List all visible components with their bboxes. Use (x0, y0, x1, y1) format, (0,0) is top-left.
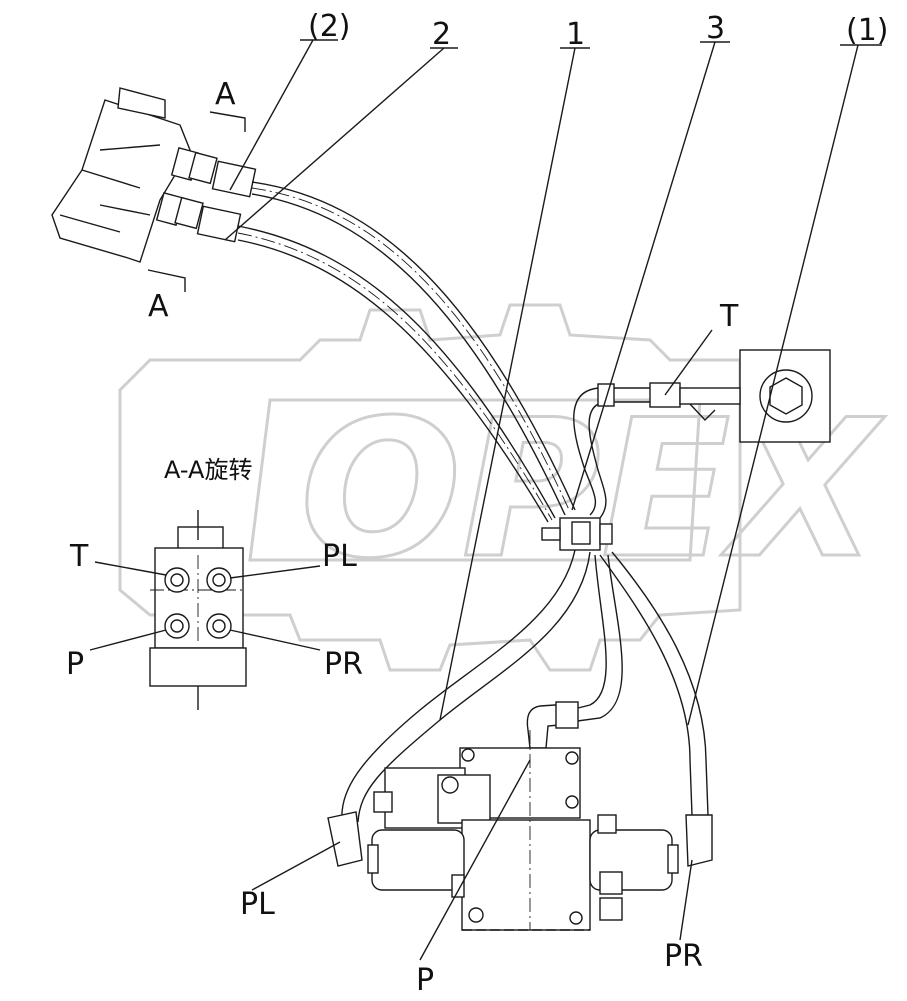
junction-block (541, 517, 613, 551)
callout-part-3: 3 (706, 11, 725, 46)
callout-part-2: 2 (432, 17, 451, 52)
section-mark-top: A (215, 77, 236, 112)
callout-part-1-bracket: (1) (846, 13, 889, 48)
callout-part-2-bracket: (2) (308, 9, 351, 44)
section-view-aa (89, 510, 321, 710)
labels: (2) 2 1 3 (1) A A T A-A旋转 T PL P PR PL P… (66, 9, 889, 998)
tank-hose (573, 383, 650, 519)
section-port-p-label: P (66, 647, 84, 682)
valve-port-pl-label: PL (240, 887, 275, 922)
main-valve-assembly (327, 701, 713, 931)
port-pr-nut (206, 613, 232, 639)
section-cut-marks (147, 111, 246, 292)
section-view-title: A-A旋转 (164, 456, 252, 484)
port-pl-nut (206, 567, 232, 593)
lower-hoses (341, 549, 709, 823)
section-port-pl-label: PL (322, 539, 357, 574)
pilot-hoses (237, 181, 576, 523)
callout-leaders (224, 39, 882, 961)
pilot-control-valve (51, 87, 257, 263)
tank-block (649, 349, 831, 443)
section-mark-bottom: A (148, 289, 169, 324)
valve-port-pr-label: PR (664, 939, 703, 974)
section-port-pr-label: PR (324, 647, 363, 682)
port-t-nut (164, 567, 190, 593)
valve-port-p-label: P (416, 963, 434, 998)
port-p-nut (164, 613, 190, 639)
callout-part-1: 1 (566, 17, 585, 52)
section-port-t-label: T (69, 539, 89, 574)
callout-tank-port-t: T (719, 299, 739, 334)
